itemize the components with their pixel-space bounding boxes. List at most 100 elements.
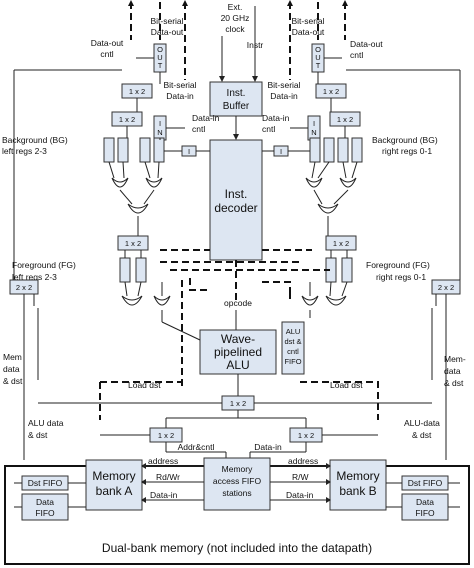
mux-1x2-left-fg <box>117 235 149 251</box>
bg-left-label-1: Background (BG) <box>2 135 68 145</box>
fg-right-label-1: Foreground (FG) <box>366 260 430 270</box>
alu-data-left-1: ALU data <box>28 418 64 428</box>
opcode-label: opcode <box>224 298 252 308</box>
datain-right-label: Data-in <box>286 490 314 500</box>
inst-buffer-block <box>209 81 263 117</box>
out-letter-t-right: T <box>316 61 321 70</box>
dataout-cntl-right-2: cntl <box>350 50 363 60</box>
dataout-cntl-right-1: Data-out <box>350 39 383 49</box>
in-letter-i-right: I <box>313 119 315 128</box>
bg-left-reg-3 <box>139 137 151 163</box>
mux-2x2-right-label: 2 x 2 <box>438 283 454 292</box>
inst-decoder-label-2: decoder <box>214 201 257 215</box>
fg-left-label-1: Foreground (FG) <box>12 260 76 270</box>
memory-bank-a-label-1: Memory <box>92 469 135 483</box>
memory-fifo-label-1: Memory <box>222 464 253 474</box>
data-fifo-left <box>21 493 69 521</box>
mux-1x2-left-bg-label: 1 x 2 <box>119 115 135 124</box>
bg-left-reg-2 <box>117 137 129 163</box>
load-dst-left: Load dst <box>128 380 161 390</box>
alu-fifo-label-4: FIFO <box>284 357 301 366</box>
mux-1x2-right-fg <box>325 235 357 251</box>
dst-fifo-left-label: Dst FIFO <box>28 478 63 488</box>
address-left-label: address <box>148 456 178 466</box>
rdwr-left-label: Rd/Wr <box>156 472 180 482</box>
fg-right-reg-2 <box>341 257 353 283</box>
dataout-cntl-left-1: Data-out <box>91 38 124 48</box>
datain-cntl-left-1: Data-in <box>192 113 220 123</box>
memory-fifo-stations <box>203 457 271 511</box>
bg-left-reg-4 <box>153 137 165 163</box>
memory-fifo-label-3: stations <box>222 488 251 498</box>
ext-clock-label-1: Ext. <box>228 2 243 12</box>
in-letter-i-left: I <box>159 119 161 128</box>
inst-buffer-label-1: Inst. <box>227 88 246 99</box>
datain-left-label: Data-in <box>150 490 178 500</box>
bitserial-out-right-1: Bit-serial <box>291 16 324 26</box>
mem-data-left-1: Mem <box>3 352 22 362</box>
mux-1x2-mem-right-label: 1 x 2 <box>298 431 314 440</box>
alu-label-2: pipelined <box>214 345 262 359</box>
mux-1x2-right-bg-label: 1 x 2 <box>337 115 353 124</box>
in-letter-n-left: N <box>157 128 162 137</box>
bg-right-reg-3 <box>337 137 349 163</box>
mem-data-left-3: & dst <box>3 376 23 386</box>
bg-left-label-2: left regs 2-3 <box>2 146 47 156</box>
bitserial-out-right-2: Data-out <box>292 27 325 37</box>
mem-data-right-2: data <box>444 366 461 376</box>
bitserial-in-left-1: Bit-serial <box>163 80 196 90</box>
bg-right-reg-1 <box>309 137 321 163</box>
ext-clock-label-3: clock <box>225 24 245 34</box>
dataout-cntl-left-2: cntl <box>100 49 113 59</box>
alu-data-right-2: & dst <box>412 430 432 440</box>
address-right-label: address <box>288 456 318 466</box>
alu-data-right-1: ALU-data <box>404 418 440 428</box>
alu-fifo-label-1: ALU <box>286 327 301 336</box>
bitserial-in-right-1: Bit-serial <box>267 80 300 90</box>
memory-bank-a <box>85 459 143 511</box>
mux-1x2-alu-out-label: 1 x 2 <box>230 399 246 408</box>
datain-cntl-left-2: cntl <box>192 124 205 134</box>
bg-right-label-2: right regs 0-1 <box>382 146 432 156</box>
bitserial-in-right-2: Data-in <box>270 91 298 101</box>
bg-right-label-1: Background (BG) <box>372 135 438 145</box>
out-letter-u-left: U <box>157 53 162 62</box>
out-letter-o-right: O <box>315 45 321 54</box>
mem-data-left-2: data <box>3 364 20 374</box>
fg-left-reg-1 <box>119 257 131 283</box>
in-letter-n-right: N <box>311 128 316 137</box>
data-fifo-left-label-1: Data <box>36 497 54 507</box>
memory-fifo-label-2: access FIFO <box>213 476 262 486</box>
data-fifo-right-label-1: Data <box>416 497 434 507</box>
bitserial-in-left-2: Data-in <box>166 91 194 101</box>
out-letter-u-right: U <box>315 53 320 62</box>
memory-bank-b-label-1: Memory <box>336 469 379 483</box>
data-fifo-left-label-2: FIFO <box>35 508 55 518</box>
bg-right-reg-2 <box>323 137 335 163</box>
datain-cntl-right-1: Data-in <box>262 113 290 123</box>
mux-1x2-mem-left-label: 1 x 2 <box>158 431 174 440</box>
addr-cntl-label: Addr&cntl <box>178 442 215 452</box>
mem-data-right-1: Mem- <box>444 354 466 364</box>
bitserial-out-left-2: Data-out <box>151 27 184 37</box>
alu-fifo-label-2: dst & <box>284 337 301 346</box>
i-connector-left-label: I <box>188 147 190 156</box>
mem-data-right-3: & dst <box>444 378 464 388</box>
dst-fifo-right-label: Dst FIFO <box>408 478 443 488</box>
data-fifo-right-label-2: FIFO <box>415 508 435 518</box>
bg-left-reg-1 <box>103 137 115 163</box>
alu-label-3: ALU <box>226 358 249 372</box>
bitserial-out-left-1: Bit-serial <box>150 16 183 26</box>
mux-1x2-right-fg-label: 1 x 2 <box>333 239 349 248</box>
load-dst-right: Load dst <box>330 380 363 390</box>
bg-right-reg-4 <box>351 137 363 163</box>
fg-right-label-2: right regs 0-1 <box>376 272 426 282</box>
out-letter-o-left: O <box>157 45 163 54</box>
mux-1x2-right-top-label: 1 x 2 <box>323 87 339 96</box>
datain-cntl-right-2: cntl <box>262 124 275 134</box>
memory-bank-b-label-2: bank B <box>339 484 376 498</box>
data-fifo-right <box>401 493 449 521</box>
rw-right-label: R/W <box>292 472 309 482</box>
